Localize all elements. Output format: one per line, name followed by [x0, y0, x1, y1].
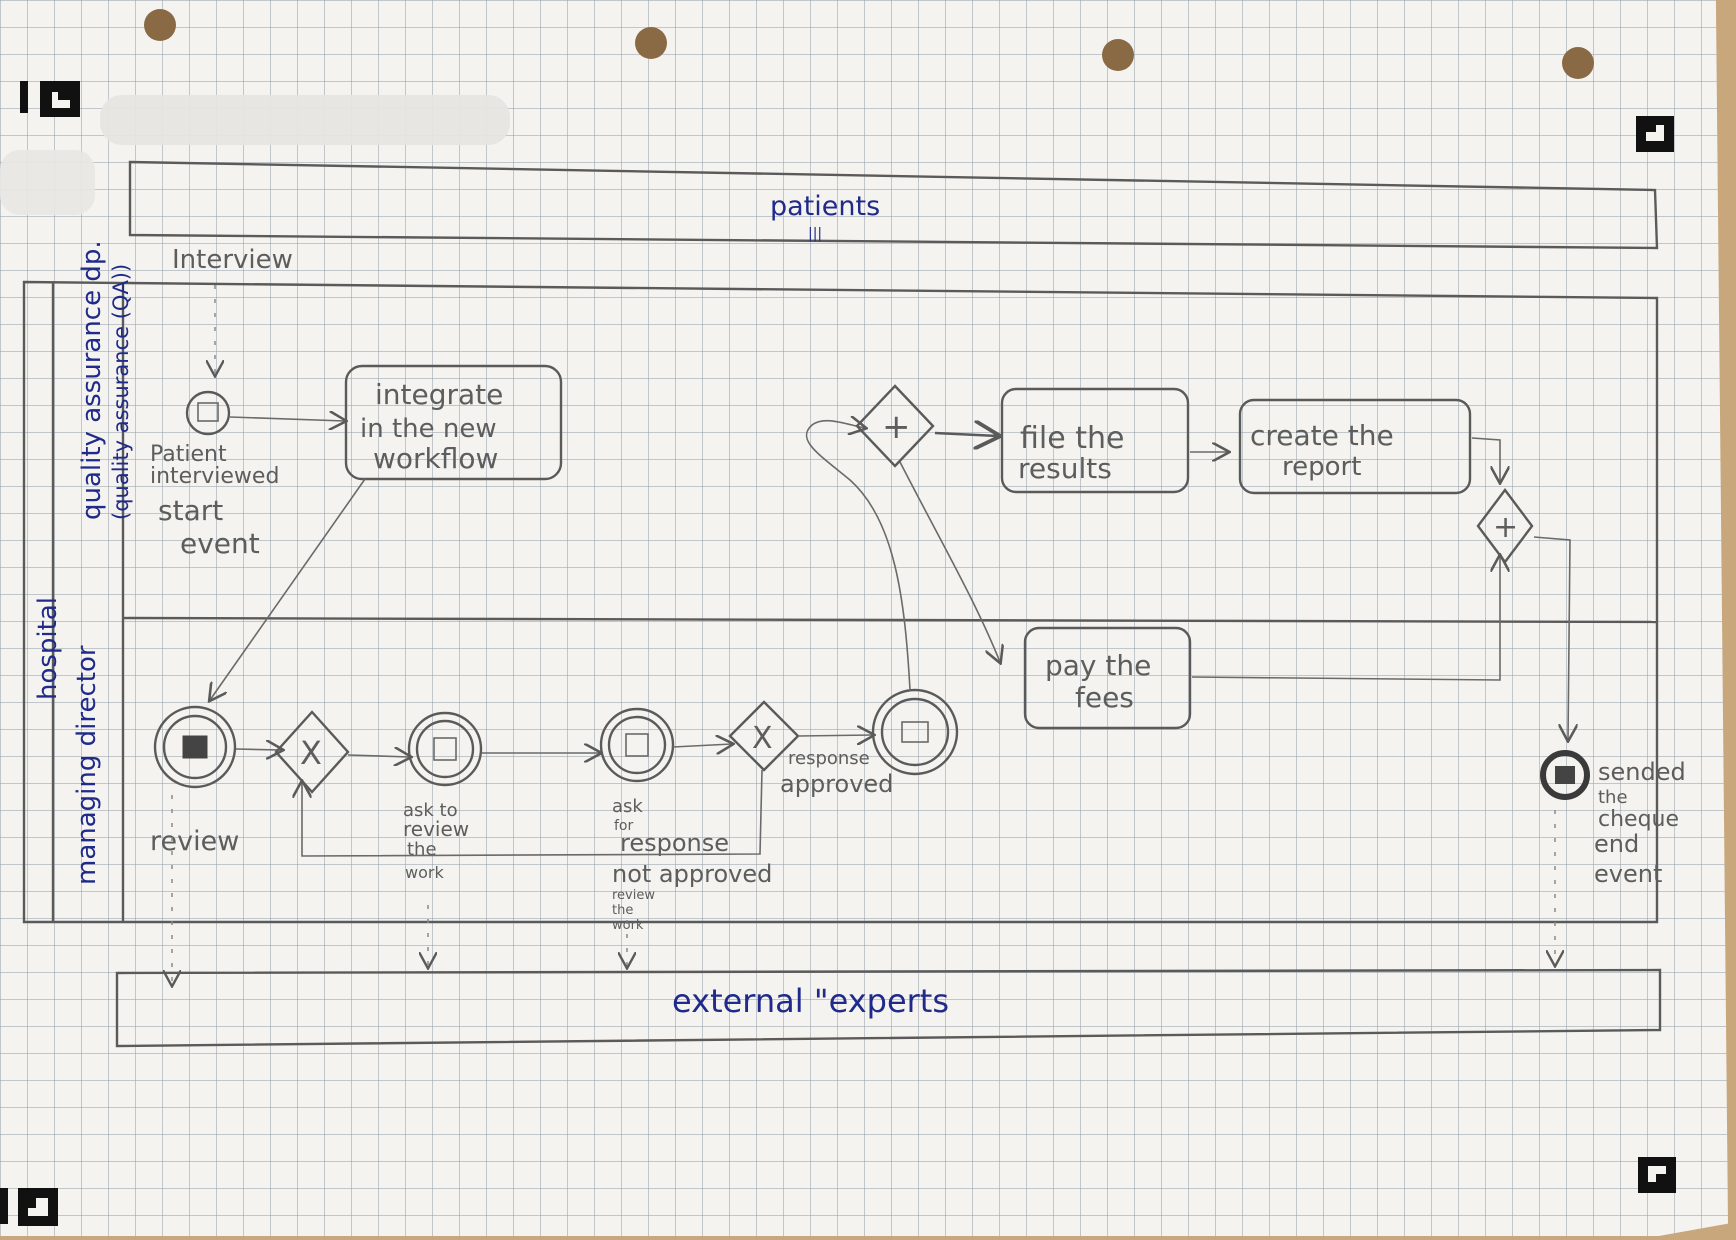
start-event-label-2: interviewed — [150, 464, 279, 489]
task-pay-fees — [1023, 626, 1192, 730]
ask-review-label-2: review — [403, 817, 469, 841]
end-event-label-5: event — [1594, 860, 1662, 888]
message-icon — [901, 721, 929, 743]
not-approved-label-1: not approved — [612, 860, 772, 888]
task-pay-fees-label-1: pay the — [1045, 649, 1151, 682]
exclusive-gateway-1-symbol: X — [300, 734, 322, 772]
hospital-pool-label: hospital — [33, 597, 63, 700]
hospital-pool — [22, 280, 1659, 924]
fiducial-bottom-right-icon — [1638, 1157, 1676, 1193]
task-file-results — [1000, 387, 1190, 494]
start-event — [185, 390, 231, 436]
external-pool-label: external "experts — [672, 982, 949, 1020]
parallel-gateway-split: + — [855, 384, 935, 468]
external-pool — [115, 968, 1662, 1048]
ask-review-label-3: the — [407, 839, 437, 860]
quality-lane-label: quality assurance dp. — [77, 240, 107, 520]
message-filled-icon — [182, 735, 208, 759]
task-pay-fees-label-2: fees — [1075, 681, 1134, 714]
end-event-label-3: cheque — [1598, 807, 1679, 832]
binder-holes — [144, 9, 1594, 79]
start-event-label-1: Patient — [150, 442, 227, 467]
task-create-report — [1238, 398, 1472, 495]
exclusive-gateway-2: X — [728, 700, 800, 772]
patients-pool-mark: ||| — [808, 226, 822, 242]
director-lane-label: managing director — [72, 645, 102, 885]
interview-message-label: Interview — [172, 245, 293, 275]
ask-review-event — [407, 711, 483, 787]
fiducial-top-right-icon — [1636, 116, 1674, 152]
ask-review-label-4: work — [405, 863, 444, 882]
response-approved-event — [871, 688, 959, 776]
start-event-label-3: start — [158, 494, 223, 527]
fiducial-bottom-left-icon — [0, 1188, 58, 1226]
task-file-results-label-2: results — [1018, 452, 1112, 485]
corner-markers — [0, 81, 1676, 1226]
exclusive-gateway-1: X — [274, 710, 350, 794]
parallel-gateway-split-symbol: + — [882, 407, 911, 447]
end-event — [1540, 750, 1590, 800]
task-create-report-label-1: create the — [1250, 419, 1394, 452]
patients-pool-label: patients — [770, 191, 880, 222]
ask-response-event — [599, 707, 675, 783]
task-create-report-label-2: report — [1282, 452, 1361, 482]
message-filled-icon — [1555, 766, 1575, 784]
message-icon — [433, 737, 457, 761]
approved-label-1: response — [788, 748, 870, 769]
approved-label-2: approved — [780, 770, 893, 798]
review-event-label: review — [150, 826, 239, 857]
fiducial-top-left-icon — [20, 81, 80, 117]
redacted-area — [0, 95, 510, 215]
ask-response-label-2: for — [614, 818, 633, 834]
task-file-results-label-1: file the — [1020, 421, 1124, 456]
message-icon — [625, 733, 649, 757]
patients-pool — [128, 160, 1659, 250]
ask-review-label-1: ask to — [403, 800, 458, 821]
not-approved-label-2: review — [612, 888, 655, 903]
not-approved-label-4: work — [612, 918, 644, 933]
not-approved-label-3: the — [612, 903, 633, 918]
message-icon — [197, 402, 219, 422]
end-event-label-4: end — [1594, 830, 1639, 858]
ask-response-label-1: ask — [612, 796, 643, 817]
task-integrate-label-1: integrate — [375, 378, 503, 411]
quality-lane-sublabel: (quality assurance (QA)) — [109, 264, 133, 520]
exclusive-gateway-2-symbol: X — [752, 721, 773, 756]
start-event-label-4: event — [180, 527, 260, 560]
parallel-gateway-join: + — [1476, 488, 1534, 564]
task-integrate-label-3: workflow — [373, 442, 498, 475]
end-event-label-2: the — [1598, 787, 1628, 808]
review-event — [153, 705, 237, 789]
task-integrate — [344, 364, 563, 481]
ask-response-label-3: response — [620, 829, 729, 857]
task-integrate-label-2: in the new — [360, 414, 497, 444]
parallel-gateway-join-symbol: + — [1493, 510, 1518, 545]
end-event-label-1: sended — [1598, 758, 1686, 786]
